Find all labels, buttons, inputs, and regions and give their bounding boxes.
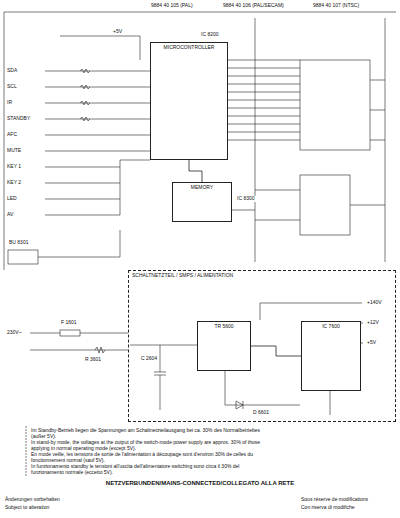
schematic-label: C 2604	[140, 356, 158, 362]
standby-note: In funzionamento standby le tensioni all…	[30, 464, 264, 475]
standby-note: In stand-by mode, the voltages at the ou…	[30, 440, 264, 451]
schematic-label: IC 8200	[200, 32, 220, 38]
schematic-label: D 6601	[252, 410, 270, 416]
ic-box: MEMORY	[172, 182, 232, 222]
node-text: NETZVERBUNDEN/MAINS-CONNECTED/COLLEGATO …	[30, 478, 370, 489]
footer-note: Sous réserve de modifications	[300, 497, 369, 503]
node-text: TR 5600	[198, 322, 250, 332]
schematic-label: 9884 40 107 (NTSC)	[312, 3, 360, 9]
schematic-label: +12V	[366, 320, 380, 326]
schematic-label: +5V	[112, 29, 123, 35]
schematic-label: 9884 40 106 (PAL/SECAM)	[222, 3, 285, 9]
power-supply-region: SCHALTNETZTEIL / SMPS / ALIMENTATION IC 7…	[128, 270, 396, 422]
node-text: MICROCONTROLLER	[151, 43, 227, 53]
node-text: SCHALTNETZTEIL / SMPS / ALIMENTATION	[129, 271, 395, 281]
schematic-label: +140V	[366, 300, 383, 306]
node-text: IC 7600	[302, 322, 360, 332]
schematic-label: AV	[6, 212, 14, 218]
schematic-label: 9884 40 105 (PAL)	[150, 3, 194, 9]
schematic-label: R 3601	[84, 357, 102, 363]
schematic-label: +5V	[366, 340, 377, 346]
schematic-label: SDA	[6, 68, 18, 74]
bus-connector	[189, 160, 202, 182]
node-text: MEMORY	[173, 183, 231, 193]
footer-note: Con riserva di modifiche	[300, 505, 356, 511]
schematic-label: SCL	[6, 84, 18, 90]
schematic-label: IC 8300	[236, 196, 256, 202]
schematic-label: STANDBY	[6, 116, 31, 122]
footer-note: Subject to alteration	[4, 505, 50, 511]
schematic-label: KEY 1	[6, 164, 22, 170]
schematic-label: 230V~	[6, 330, 23, 336]
schematic-label: BU 8301	[8, 240, 29, 246]
mains-warning-band: NETZVERBUNDEN/MAINS-CONNECTED/COLLEGATO …	[30, 478, 370, 492]
schematic-label: MUTE	[6, 148, 22, 154]
ic-box: IC 7600	[301, 321, 361, 391]
schematic-label: F 1601	[60, 320, 78, 326]
schematic-label: IR	[6, 100, 13, 106]
schematic-label: KEY 2	[6, 180, 22, 186]
footer-note: Änderungen vorbehalten	[4, 497, 61, 503]
schematic-label: LED	[6, 196, 18, 202]
schematic-label: AFC	[6, 132, 18, 138]
standby-note: Im Standby-Betrieb liegen die Spannungen…	[30, 428, 264, 439]
standby-note: En mode veille, les tensions de sortie d…	[30, 452, 264, 463]
ic-box: MICROCONTROLLER	[150, 42, 228, 160]
bus-connector	[251, 346, 301, 356]
ic-box: TR 5600	[197, 321, 251, 371]
